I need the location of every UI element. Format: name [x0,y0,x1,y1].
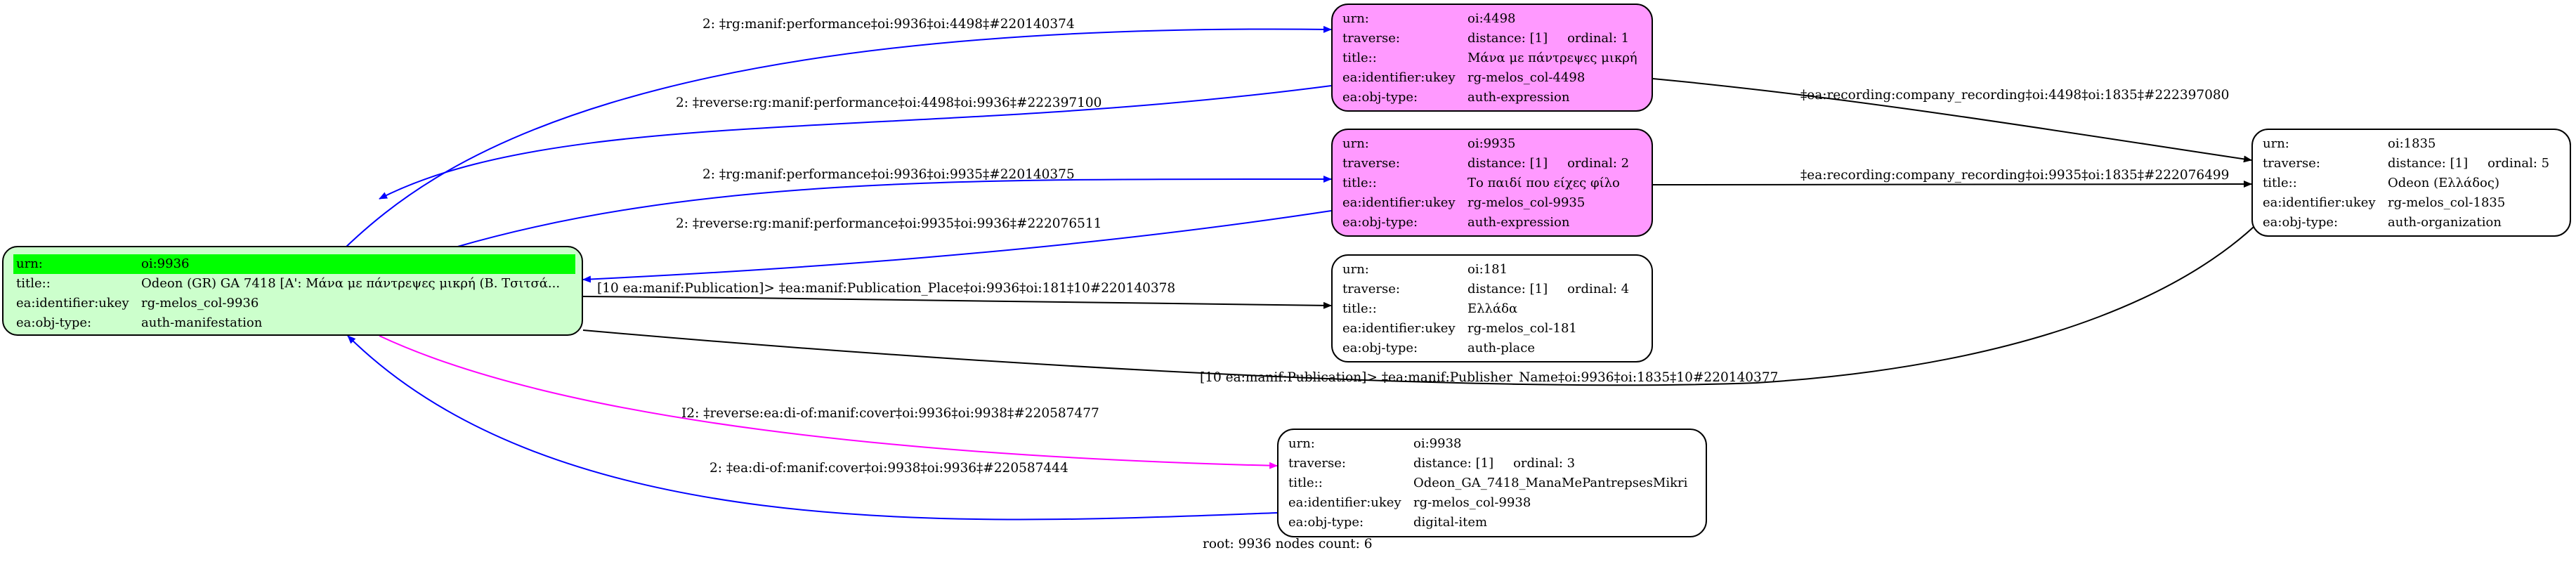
field-value: oi:9936 [138,254,575,274]
edge-publication-place-9936-181 [582,296,1332,309]
distance-value: distance: [1] [2388,156,2469,171]
edge-label: 2: ‡reverse:rg:manif:performance‡oi:9935… [676,216,1101,231]
field-value: Odeon (GR) GA 7418 [Α': Μάνα με πάντρεψε… [141,276,561,291]
edge-label: ‡ea:recording:company_recording‡oi:9935‡… [1800,168,2229,183]
node-1835[interactable]: urn: oi:1835 traverse: distance: [1] ordina… [2251,129,2571,237]
field-value: auth-expression [1467,90,1570,105]
field-value: auth-expression [1467,215,1570,230]
graph-footer: root: 9936 nodes count: 6 [1203,537,1373,551]
field-key: title:: [16,276,51,291]
ordinal-value: ordinal: 2 [1567,156,1630,171]
ordinal-value: ordinal: 5 [2487,156,2550,171]
field-key: ea:obj-type: [1342,215,1418,230]
field-value: oi:1835 [2388,136,2436,151]
edge-company-recording-9935-1835 [1652,181,2252,188]
distance-value: distance: [1] [1467,156,1548,171]
ordinal-value: ordinal: 3 [1513,456,1576,471]
field-value: auth-organization [2388,215,2502,230]
field-key: ea:obj-type: [1342,341,1418,355]
field-key: ea:obj-type: [1342,90,1418,105]
field-value: Odeon_GA_7418_ManaMePantrepsesMikri [1413,476,1688,490]
edge-reverse-performance-4498-9936 [379,85,1332,200]
field-key: traverse: [1288,456,1346,471]
distance-value: distance: [1] [1467,31,1548,46]
edge-di-of-cover-9938-9936 [347,335,1278,521]
node-4498[interactable]: urn: oi:4498 traverse: distance: [1] ordina… [1331,4,1653,112]
edge-label: 2: ‡reverse:rg:manif:performance‡oi:4498… [676,96,1101,110]
field-key: ea:identifier:ukey [1342,195,1456,210]
field-key: title:: [1288,476,1323,490]
field-value: digital-item [1413,515,1488,530]
field-key: ea:identifier:ukey [16,296,129,311]
field-key: ea:identifier:ukey [1342,321,1456,336]
edge-reverse-di-of-cover-9936-9938 [379,335,1278,469]
field-value: oi:181 [1467,262,1508,277]
edge-label: [10 ea:manif:Publication]> ‡ea:manif:Pub… [597,281,1175,296]
field-key: title:: [2263,176,2297,190]
field-value: Odeon (Ελλάδος) [2388,176,2499,190]
field-key: urn: [1342,136,1369,151]
node-table: urn: oi:1835 traverse: distance: [1] ordina… [2260,134,2552,233]
field-key: traverse: [1342,156,1400,171]
edge-publisher-name-9936-1835 [582,190,2287,386]
edge-performance-9936-9935 [455,175,1332,248]
field-value: Μάνα με πάντρεψες μικρή [1467,51,1637,65]
ordinal-value: ordinal: 1 [1567,31,1630,46]
node-9935[interactable]: urn: oi:9935 traverse: distance: [1] ordina… [1331,129,1653,237]
field-key: urn: [2263,136,2289,151]
field-key: title:: [1342,51,1377,65]
field-key: traverse: [1342,31,1400,46]
node-root-9936[interactable]: urn: oi:9936 title:: Odeon (GR) GA 7418 … [2,246,583,336]
field-key: traverse: [1342,282,1400,296]
field-value: rg-melos_col-4498 [1467,70,1586,85]
node-table: urn: oi:4498 traverse: distance: [1] ordina… [1340,9,1640,107]
field-value: rg-melos_col-9936 [141,296,259,311]
field-value: auth-manifestation [141,315,263,330]
field-key: urn: [13,254,138,274]
field-value: rg-melos_col-181 [1467,321,1577,336]
edge-company-recording-4498-1835 [1652,78,2252,163]
field-key: title:: [1342,176,1377,190]
field-value: rg-melos_col-1835 [2388,195,2506,210]
edge-label: 2: ‡rg:manif:performance‡oi:9936‡oi:9935… [702,167,1075,182]
field-value: Ελλάδα [1467,301,1518,316]
edge-reverse-performance-9935-9936 [582,210,1332,283]
distance-value: distance: [1] [1467,282,1548,296]
ordinal-value: ordinal: 4 [1567,282,1630,296]
edge-label: ‡ea:recording:company_recording‡oi:4498‡… [1800,88,2229,103]
field-key: ea:identifier:ukey [2263,195,2376,210]
field-key: urn: [1288,436,1315,451]
field-value: rg-melos_col-9938 [1413,495,1531,510]
node-9938[interactable]: urn: oi:9938 traverse: distance: [1] ordina… [1277,429,1707,537]
field-key: ea:identifier:ukey [1288,495,1401,510]
field-value: auth-place [1467,341,1535,355]
field-value: oi:9938 [1413,436,1462,451]
field-value: rg-melos_col-9935 [1467,195,1586,210]
node-table: urn: oi:9935 traverse: distance: [1] ordina… [1340,134,1632,233]
field-key: urn: [1342,11,1369,26]
node-table: urn: oi:181 traverse: distance: [1] ordinal… [1340,260,1632,358]
field-key: ea:identifier:ukey [1342,70,1456,85]
node-181[interactable]: urn: oi:181 traverse: distance: [1] ordinal… [1331,254,1653,362]
edge-label: I2: ‡reverse:ea:di-of:manif:cover‡oi:993… [681,406,1099,421]
field-key: title:: [1342,301,1377,316]
field-key: ea:obj-type: [2263,215,2339,230]
field-key: urn: [1342,262,1369,277]
field-value: Το παιδί που είχες φίλο [1467,176,1620,190]
node-table: urn: oi:9936 title:: Odeon (GR) GA 7418 … [13,254,575,333]
edge-label: 2: ‡ea:di-of:manif:cover‡oi:9938‡oi:9936… [710,461,1068,476]
node-table: urn: oi:9938 traverse: distance: [1] ordina… [1286,434,1690,532]
field-value: oi:9935 [1467,136,1516,151]
distance-value: distance: [1] [1413,456,1494,471]
edge-label: [10 ea:manif:Publication]> ‡ea:manif:Pub… [1200,370,1778,385]
edge-performance-9936-4498 [345,25,1332,248]
edge-label: 2: ‡rg:manif:performance‡oi:9936‡oi:4498… [702,17,1075,32]
field-key: ea:obj-type: [16,315,92,330]
field-key: traverse: [2263,156,2320,171]
field-value: oi:4498 [1467,11,1516,26]
field-key: ea:obj-type: [1288,515,1364,530]
